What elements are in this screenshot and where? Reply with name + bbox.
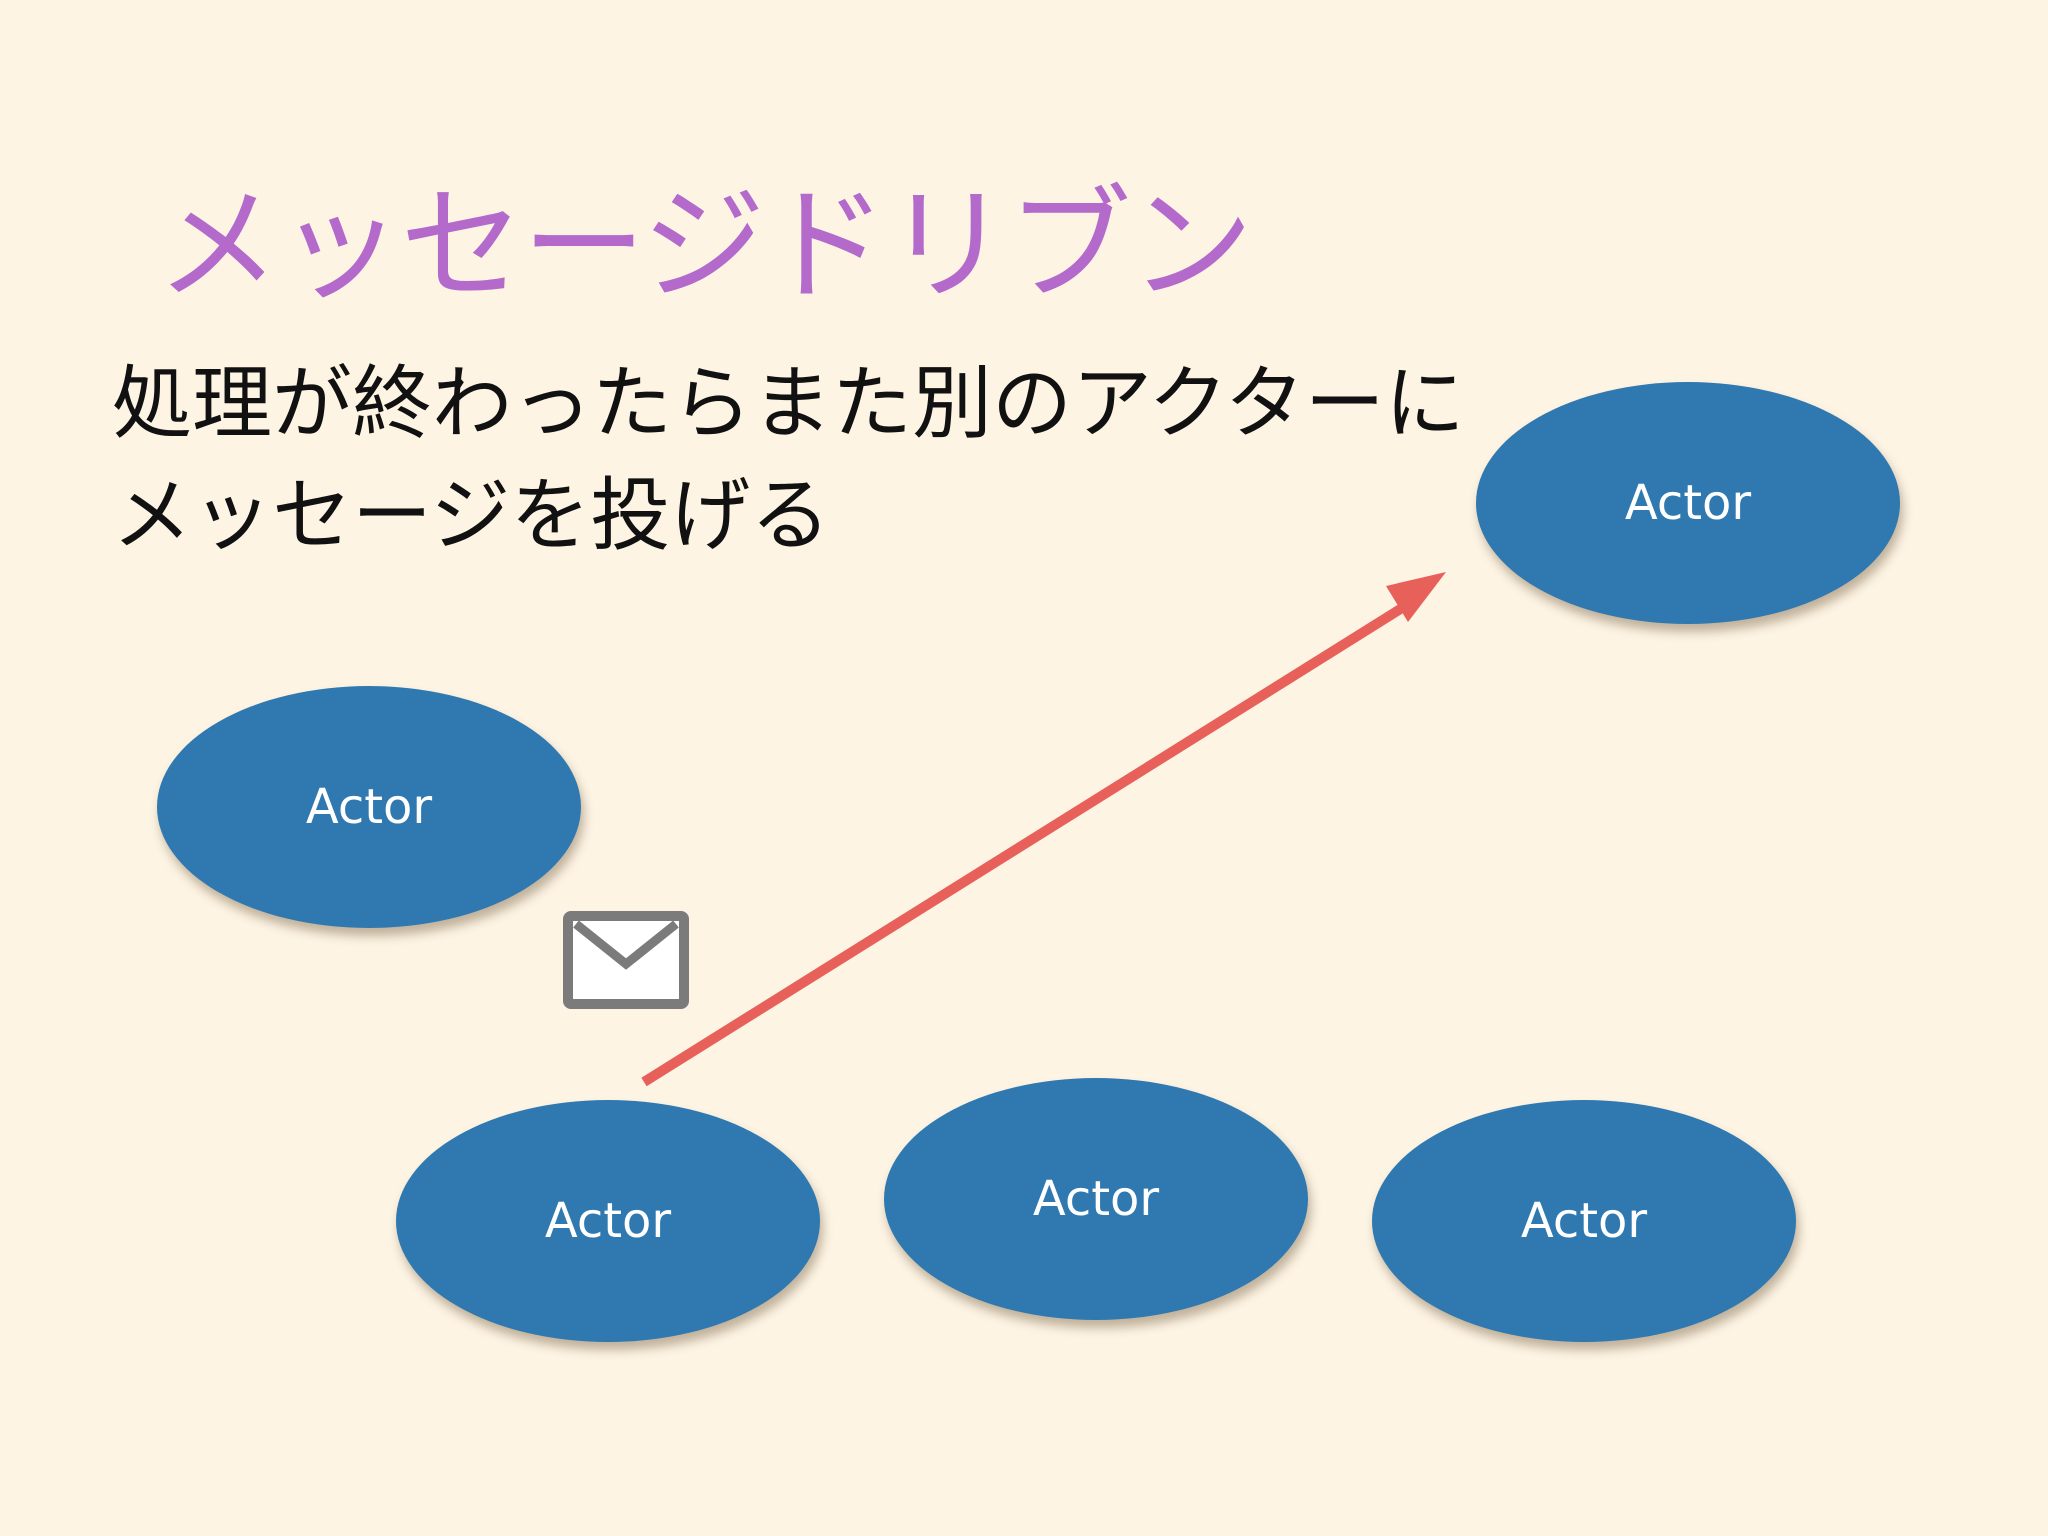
actor-node-top-right: Actor [1476,382,1900,624]
actor-label: Actor [1520,1193,1648,1249]
slide-body: 処理が終わったらまた別のアクターに メッセージを投げる [112,348,1465,572]
slide-title: メッセージドリブン [156,174,1254,318]
actor-node-left: Actor [157,686,581,928]
actor-node-bottom-middle: Actor [884,1078,1308,1320]
body-line-1: 処理が終わったらまた別のアクターに [112,357,1465,450]
actor-node-bottom-right: Actor [1372,1100,1796,1342]
arrow-shaft [641,593,1421,1087]
actor-label: Actor [1624,475,1752,531]
arrowhead-icon [1386,572,1446,622]
actor-label: Actor [1032,1171,1160,1227]
body-line-2: メッセージを投げる [112,469,831,562]
envelope-icon [563,911,689,1009]
actor-label: Actor [544,1193,672,1249]
actor-label: Actor [305,779,433,835]
actor-node-bottom-left: Actor [396,1100,820,1342]
